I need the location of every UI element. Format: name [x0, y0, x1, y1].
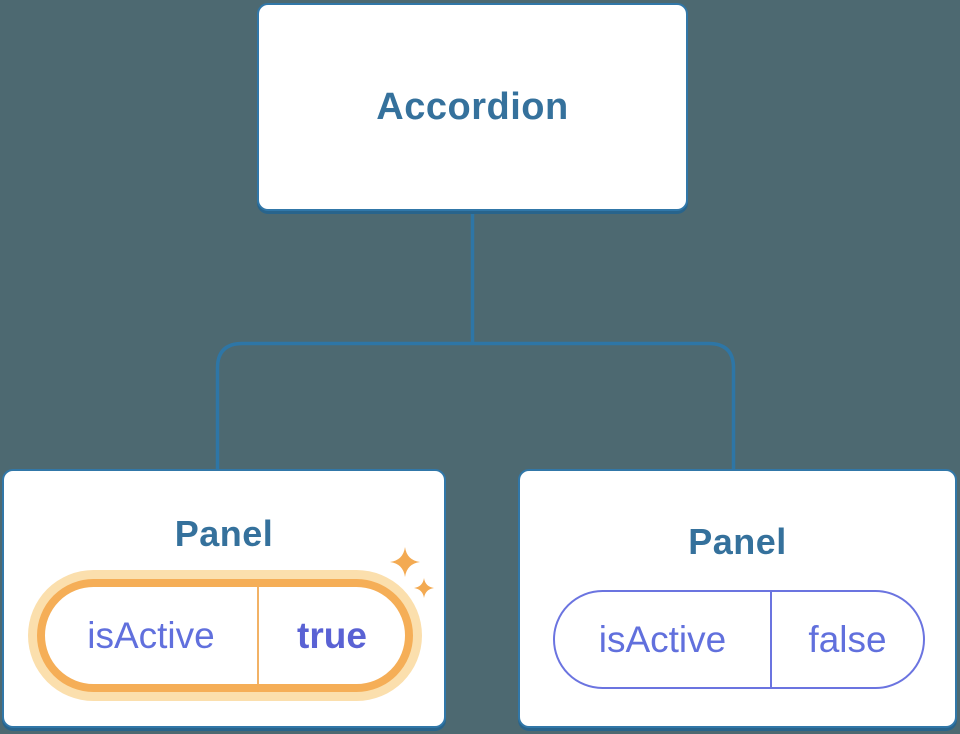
pill-divider — [257, 587, 259, 684]
state-pill-inactive: isActive false — [553, 590, 925, 689]
panel-node-inactive: Panel isActive false — [518, 469, 957, 728]
state-key-label: isActive — [598, 618, 727, 660]
state-key-label: isActive — [87, 614, 215, 656]
state-pill-active: isActive true — [37, 579, 413, 692]
connector-branch — [215, 341, 736, 471]
accordion-node: Accordion — [257, 3, 688, 211]
panel-node-active: Panel isActive true — [2, 469, 446, 728]
state-value-label: true — [297, 614, 367, 656]
panel-title: Panel — [174, 513, 274, 554]
panel-title: Panel — [688, 521, 787, 562]
accordion-label: Accordion — [376, 85, 569, 128]
state-value-label: false — [808, 618, 887, 660]
pill-divider — [770, 592, 772, 687]
